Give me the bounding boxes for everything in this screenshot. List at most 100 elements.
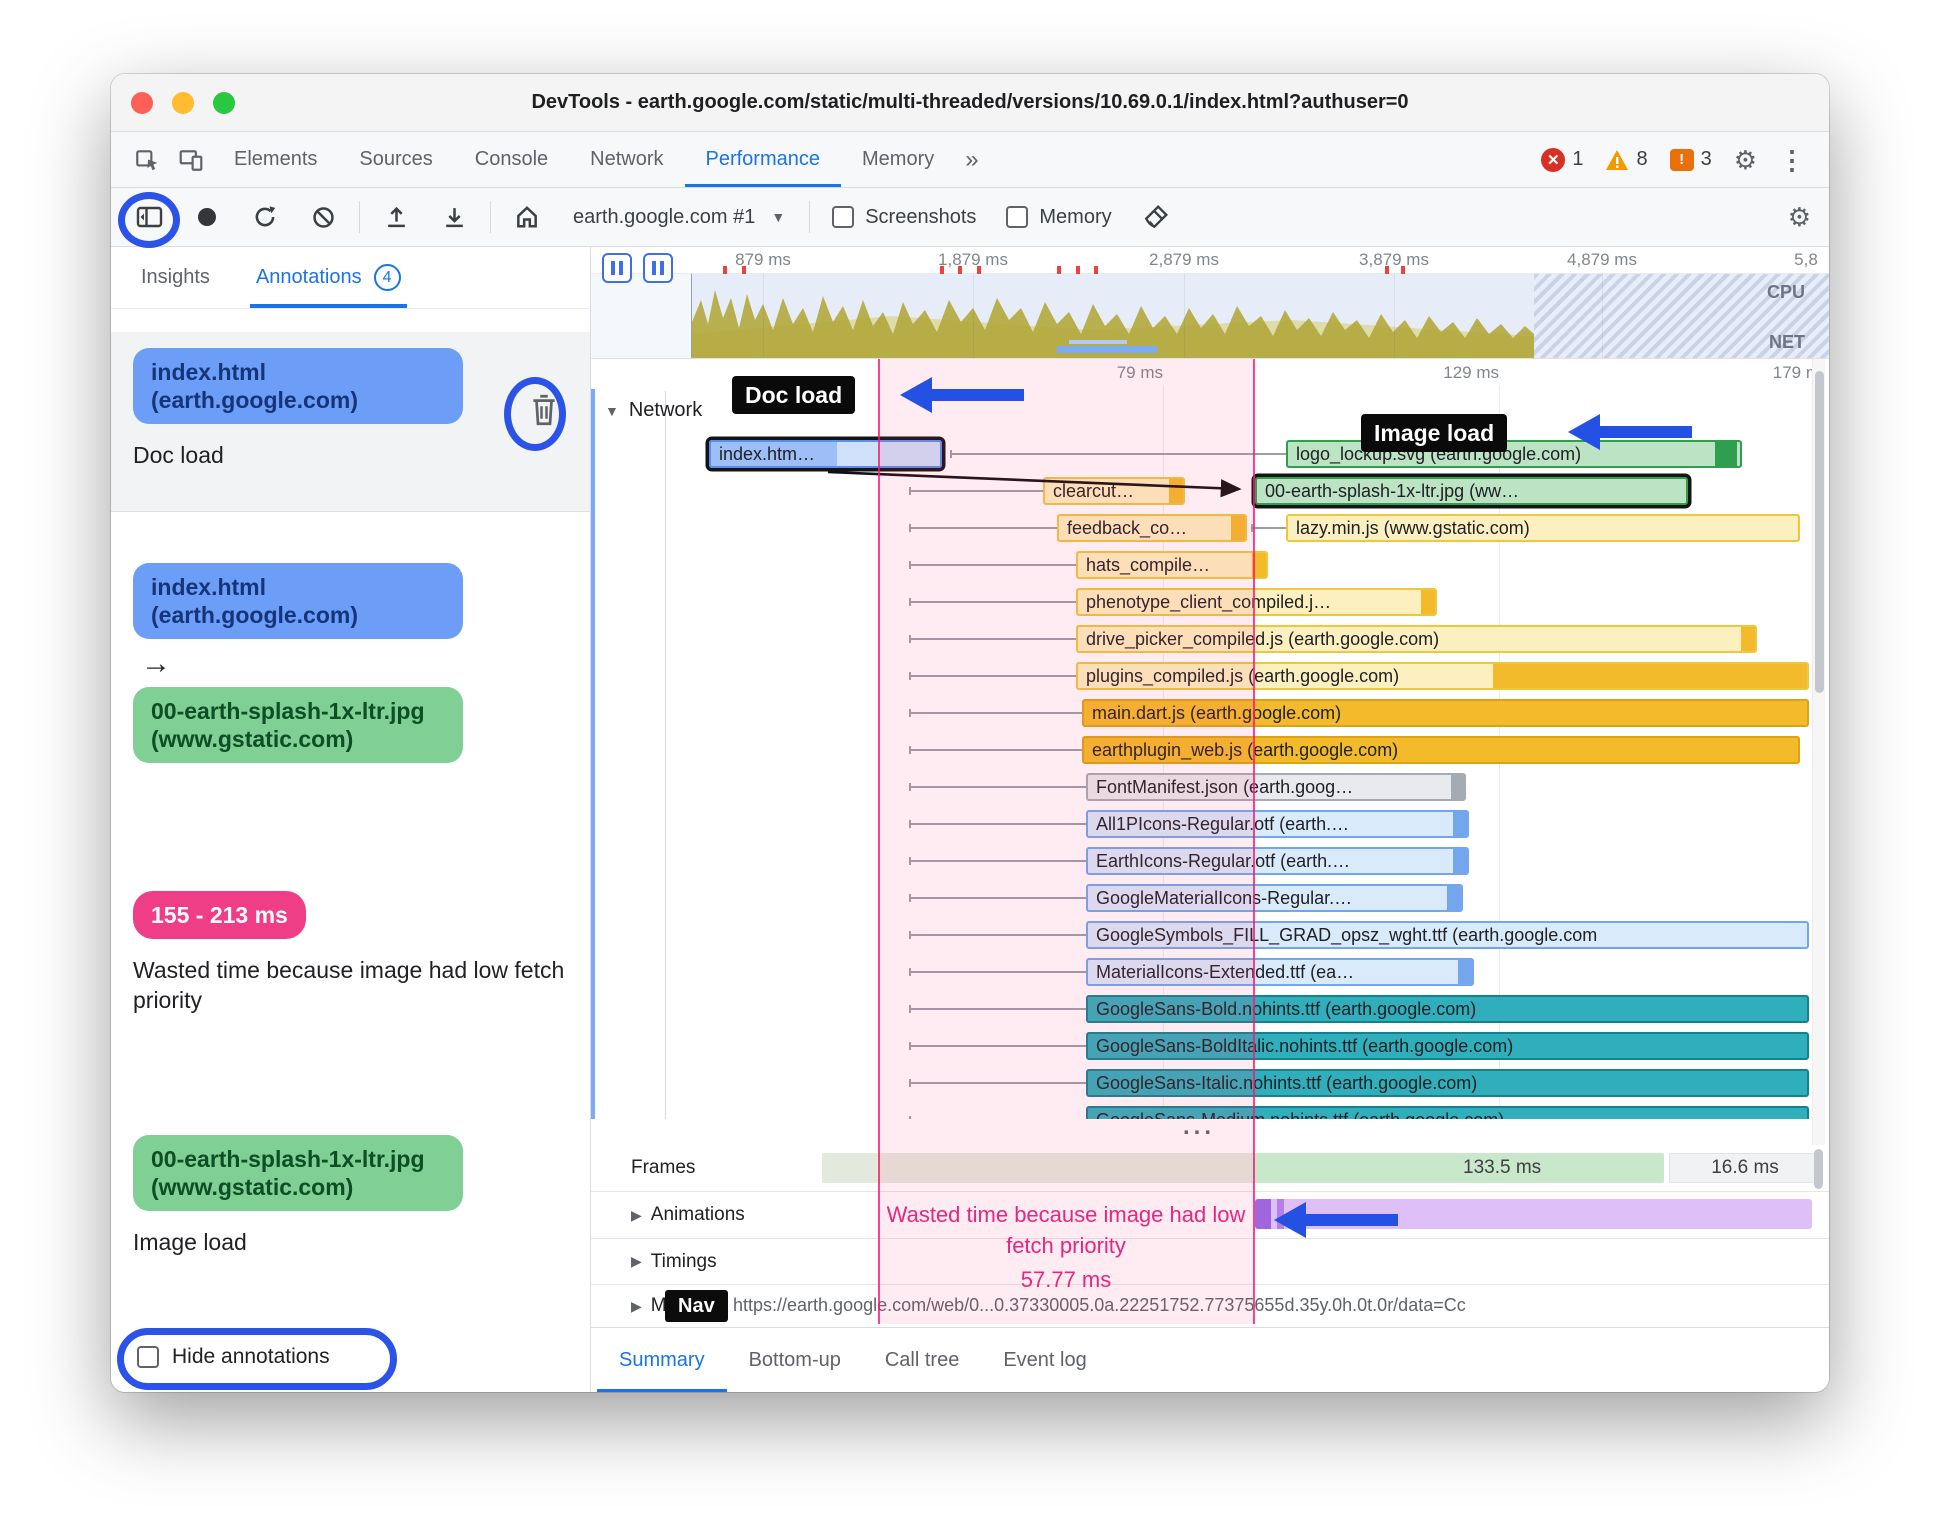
network-request-bar[interactable]: 00-earth-splash-1x-ltr.jpg (ww… xyxy=(1255,477,1688,505)
minimize-window-button[interactable] xyxy=(172,92,194,114)
network-request-bar[interactable]: hats_compile… xyxy=(1076,551,1268,579)
image-load-annotation-badge[interactable]: Image load xyxy=(1361,414,1508,452)
network-request-bar[interactable]: feedback_co… xyxy=(1057,514,1247,542)
cpu-overview-graph[interactable]: CPU NET xyxy=(591,274,1829,358)
main-thread-track[interactable]: ▶Ma Nav https://earth.google.com/web/0..… xyxy=(591,1285,1829,1327)
timeline-overview[interactable]: 879 ms 1,879 ms 2,879 ms 3,879 ms 4,879 … xyxy=(591,247,1829,359)
timings-track[interactable]: ▶Timings xyxy=(591,1239,1829,1285)
performance-toolbar: earth.google.com #1 ▼ Screenshots Memory… xyxy=(111,188,1829,247)
frame-bar[interactable]: 16.6 ms xyxy=(1669,1153,1821,1183)
network-request-bar[interactable]: earthplugin_web.js (earth.google.com) xyxy=(1082,736,1800,764)
expand-triangle-icon[interactable]: ▶ xyxy=(631,1206,642,1223)
scrollbar-thumb[interactable] xyxy=(1815,371,1824,693)
network-request-bar[interactable]: EarthIcons-Regular.otf (earth.… xyxy=(1086,847,1469,875)
tab-summary[interactable]: Summary xyxy=(597,1328,727,1392)
network-request-bar[interactable]: clearcut… xyxy=(1043,477,1185,505)
annotation-chip[interactable]: 155 - 213 ms xyxy=(133,891,306,939)
reload-and-record-button[interactable] xyxy=(243,195,287,239)
network-request-bar[interactable]: GoogleSans-Bold.nohints.ttf (earth.googl… xyxy=(1086,995,1809,1023)
scrollbar-thumb[interactable] xyxy=(1814,1149,1823,1189)
nav-marker-badge[interactable]: Nav xyxy=(665,1290,728,1322)
waterfall-scrollbar[interactable] xyxy=(1812,359,1825,1145)
expand-triangle-icon[interactable]: ▶ xyxy=(631,1297,642,1314)
request-label: lazy.min.js (www.gstatic.com) xyxy=(1296,517,1530,538)
network-request-bar[interactable]: GoogleSymbols_FILL_GRAD_opsz_wght.ttf (e… xyxy=(1086,921,1809,949)
error-count-badge[interactable]: ✕ 1 xyxy=(1541,147,1583,172)
screenshots-checkbox[interactable]: Screenshots xyxy=(824,206,984,229)
device-toolbar-icon[interactable] xyxy=(169,140,213,180)
network-request-bar[interactable]: GoogleMaterialIcons-Regular.… xyxy=(1086,884,1463,912)
delete-annotation-button[interactable] xyxy=(526,390,562,430)
annotation-chip[interactable]: index.html (earth.google.com) xyxy=(133,348,463,424)
waterfall-overflow-strip: ... xyxy=(591,1113,1815,1145)
overview-selection-left[interactable] xyxy=(591,274,692,358)
zoom-window-button[interactable] xyxy=(213,92,235,114)
annotation-chip[interactable]: 00-earth-splash-1x-ltr.jpg (www.gstatic.… xyxy=(133,687,463,763)
warning-count-badge[interactable]: 8 xyxy=(1605,148,1648,171)
issues-count: 3 xyxy=(1700,148,1712,170)
annotations-count-badge: 4 xyxy=(373,264,401,291)
tab-annotations[interactable]: Annotations 4 xyxy=(250,247,407,308)
network-section-header[interactable]: ▼ Network xyxy=(605,399,702,422)
annotation-chip[interactable]: 00-earth-splash-1x-ltr.jpg (www.gstatic.… xyxy=(133,1135,463,1211)
settings-gear-icon[interactable]: ⚙ xyxy=(1733,144,1757,175)
tab-bottom-up[interactable]: Bottom-up xyxy=(748,1348,841,1371)
tab-sources[interactable]: Sources xyxy=(359,148,433,170)
request-label: MaterialIcons-Extended.ttf (ea… xyxy=(1096,961,1355,982)
request-leader-line xyxy=(909,487,1043,494)
breadcrumb-zoom-button[interactable] xyxy=(643,253,673,283)
expand-triangle-icon[interactable]: ▶ xyxy=(631,1253,642,1269)
close-window-button[interactable] xyxy=(131,92,153,114)
tab-event-log[interactable]: Event log xyxy=(1003,1348,1087,1371)
request-leader-line xyxy=(909,857,1086,864)
tab-elements[interactable]: Elements xyxy=(234,148,318,170)
tab-performance[interactable]: Performance xyxy=(685,132,842,187)
network-request-bar[interactable]: GoogleSans-Italic.nohints.ttf (earth.goo… xyxy=(1086,1069,1809,1097)
network-request-bar[interactable]: lazy.min.js (www.gstatic.com) xyxy=(1286,514,1800,542)
home-icon[interactable] xyxy=(505,195,549,239)
network-request-bar[interactable]: drive_picker_compiled.js (earth.google.c… xyxy=(1076,625,1757,653)
kebab-menu-icon[interactable]: ⋮ xyxy=(1779,144,1805,175)
inspect-element-icon[interactable] xyxy=(125,140,169,180)
network-request-bar[interactable]: plugins_compiled.js (earth.google.com) xyxy=(1076,662,1809,690)
memory-checkbox[interactable]: Memory xyxy=(998,206,1119,229)
network-request-bar[interactable]: MaterialIcons-Extended.ttf (ea… xyxy=(1086,958,1474,986)
tracks-scrollbar[interactable] xyxy=(1812,1149,1825,1193)
network-request-bar[interactable]: FontManifest.json (earth.goog… xyxy=(1086,773,1466,801)
overflow-indicator[interactable]: ... xyxy=(1183,1113,1216,1140)
more-tabs-icon[interactable]: » xyxy=(965,145,979,173)
network-request-bar[interactable]: main.dart.js (earth.google.com) xyxy=(1082,699,1809,727)
warning-icon xyxy=(1606,149,1629,170)
tab-call-tree[interactable]: Call tree xyxy=(884,1348,960,1371)
tab-insights[interactable]: Insights xyxy=(135,247,216,308)
capture-settings-gear-icon[interactable]: ⚙ xyxy=(1787,202,1811,232)
tab-memory[interactable]: Memory xyxy=(862,148,935,170)
network-request-bar[interactable]: index.htm… xyxy=(709,440,942,468)
network-track[interactable]: 79 ms 129 ms 179 m ▼ Network index.htm…l… xyxy=(591,359,1829,1145)
network-request-bar[interactable]: phenotype_client_compiled.j… xyxy=(1076,588,1437,616)
annotation-card-image-load[interactable]: 00-earth-splash-1x-ltr.jpg (www.gstatic.… xyxy=(111,1119,590,1273)
hide-annotations-checkbox[interactable]: Hide annotations xyxy=(137,1345,330,1369)
toggle-sidebar-button[interactable] xyxy=(127,195,171,239)
network-request-bar[interactable]: GoogleSans-BoldItalic.nohints.ttf (earth… xyxy=(1086,1032,1809,1060)
annotation-chip[interactable]: index.html (earth.google.com) xyxy=(133,563,463,639)
network-request-bar[interactable]: All1PIcons-Regular.otf (earth.… xyxy=(1086,810,1469,838)
frames-track[interactable]: Frames 133.5 ms 16.6 ms xyxy=(591,1145,1829,1192)
annotation-card-wasted-time[interactable]: 155 - 213 ms Wasted time because image h… xyxy=(111,875,590,1031)
annotation-card-doc-load[interactable]: index.html (earth.google.com) Doc load xyxy=(111,332,590,512)
save-profile-icon[interactable] xyxy=(432,195,476,239)
history-dropdown[interactable]: earth.google.com #1 ▼ xyxy=(563,206,795,229)
tab-console[interactable]: Console xyxy=(474,148,549,170)
clear-recording-icon[interactable] xyxy=(301,195,345,239)
overview-tick: 2,879 ms xyxy=(1149,250,1219,269)
breadcrumb-zoom-button[interactable] xyxy=(602,253,632,283)
collapse-triangle-icon[interactable]: ▼ xyxy=(605,402,619,419)
annotation-card-link[interactable]: index.html (earth.google.com) → 00-earth… xyxy=(111,547,590,779)
issues-count-badge[interactable]: ! 3 xyxy=(1669,148,1712,171)
collect-garbage-icon[interactable] xyxy=(1134,195,1178,239)
frame-bar[interactable] xyxy=(822,1153,1664,1183)
record-button[interactable] xyxy=(185,195,229,239)
doc-load-annotation-badge[interactable]: Doc load xyxy=(732,376,856,414)
tab-network[interactable]: Network xyxy=(590,148,664,170)
load-profile-icon[interactable] xyxy=(374,195,418,239)
